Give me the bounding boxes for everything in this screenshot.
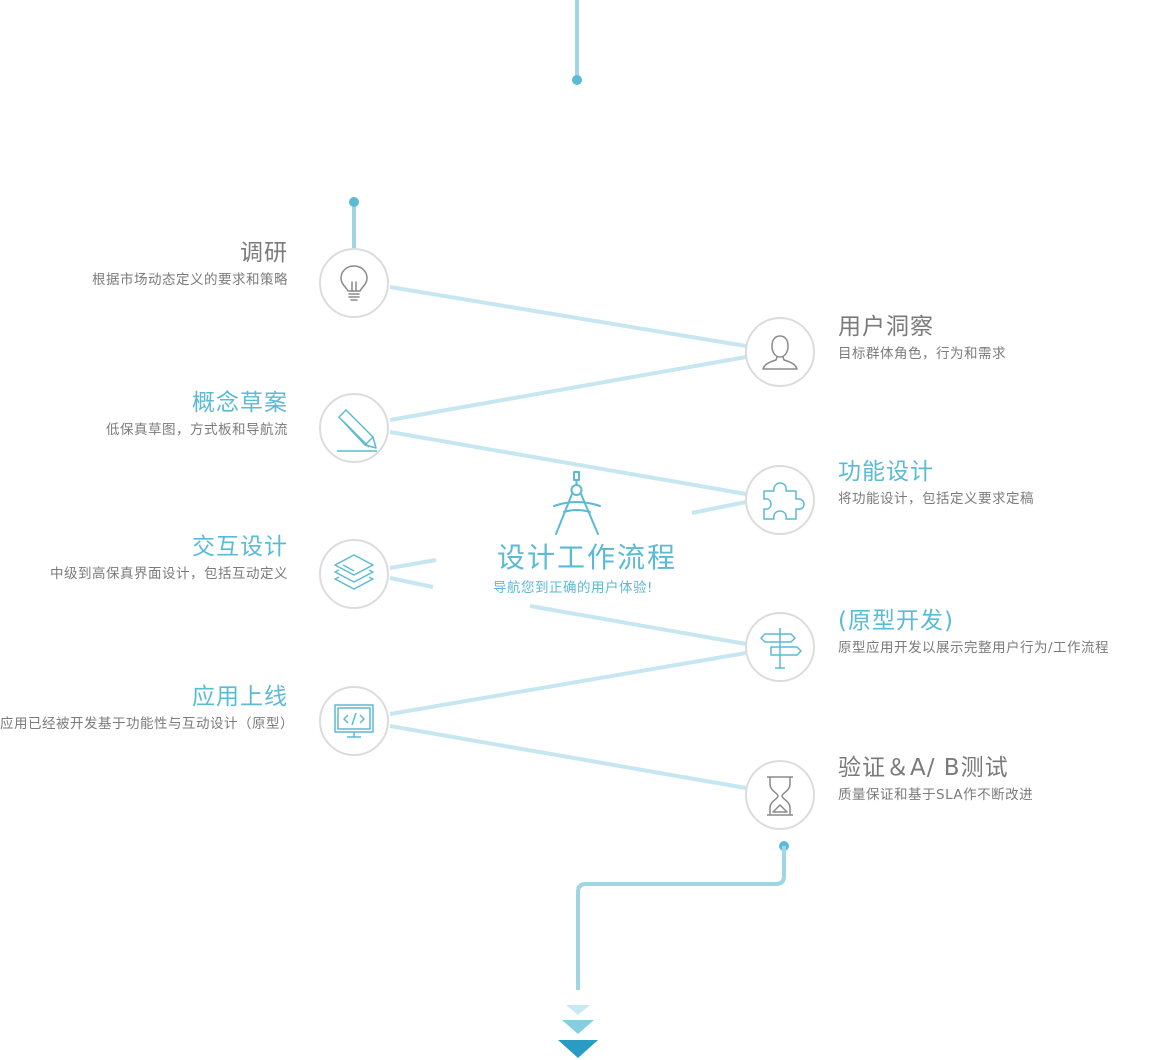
step-8-circle [745,760,815,830]
step-5-desc: 中级到高保真界面设计，包括互动定义 [50,566,288,582]
link-3-4 [389,430,747,496]
step-2-label: 用户洞察 目标群体角色，行为和需求 [838,312,1138,367]
step-5-title: 交互设计 [192,534,288,560]
step-6-label: (原型开发) 原型应用开发以展示完整用户行为/工作流程 [838,606,1128,661]
top-dot [572,75,582,85]
step-1-desc: 根据市场动态定义的要求和策略 [92,272,288,288]
user-icon [762,335,798,370]
step-6-title: (原型开发) [838,608,954,634]
puzzle-icon [763,482,805,520]
step-4-label: 功能设计 将功能设计，包括定义要求定稿 [838,457,1138,512]
step-6-circle [745,612,815,682]
arrow-dark [558,1040,598,1058]
step-3-desc: 低保真草图，方式板和导航流 [106,422,288,438]
step-3-title: 概念草案 [192,390,288,416]
monitor-code-icon [334,704,374,738]
step-2-title: 用户洞察 [838,314,934,340]
step-4-desc: 将功能设计，包括定义要求定稿 [838,491,1034,507]
step-3-label: 概念草案 低保真草图，方式板和导航流 [0,388,288,443]
step-6-desc: 原型应用开发以展示完整用户行为/工作流程 [838,640,1110,656]
step-8-title: 验证＆A/ B测试 [838,755,1009,781]
link-2-3 [389,355,747,422]
step-2-circle [745,317,815,387]
compass-icon [553,471,601,535]
hourglass-icon [767,776,793,816]
step-1-circle [319,248,389,318]
link-7-8 [389,724,747,790]
step-3-circle [319,393,389,463]
step-1-label: 调研 根据市场动态定义的要求和策略 [0,238,288,293]
step-4-circle [745,465,815,535]
step-4-title: 功能设计 [838,459,934,485]
arrow-mid [562,1020,594,1034]
workflow-title: 设计工作流程 [497,541,678,574]
bottom-connector [576,846,786,990]
step-5-label: 交互设计 中级到高保真界面设计，包括互动定义 [0,532,288,587]
link-4-partial [691,500,747,515]
step-5-circle [319,539,389,609]
step-2-desc: 目标群体角色，行为和需求 [838,346,1006,362]
layers-icon [334,554,374,590]
step-7-circle [319,686,389,756]
link-6-7 [389,651,747,716]
link-1-2 [389,285,747,348]
workflow-subtitle: 导航您到正确的用户体验! [493,580,653,596]
signpost-icon [760,628,802,669]
pencil-icon [337,409,377,452]
step-7-label: 应用上线 应用已经被开发基于功能性与互动设计（原型） [0,682,294,737]
step-7-title: 应用上线 [192,684,288,710]
step-7-desc: 应用已经被开发基于功能性与互动设计（原型） [0,716,294,732]
lightbulb-icon [340,265,368,301]
step-8-label: 验证＆A/ B测试 质量保证和基于SLA作不断改进 [838,753,1138,808]
link-5-6 [529,604,747,646]
step-1-title: 调研 [240,240,288,266]
link-5-partial-a [389,558,437,570]
step-8-desc: 质量保证和基于SLA作不断改进 [838,787,1034,803]
arrow-light [566,1005,590,1015]
link-5-partial-b [389,576,434,589]
start-dot [349,197,359,207]
